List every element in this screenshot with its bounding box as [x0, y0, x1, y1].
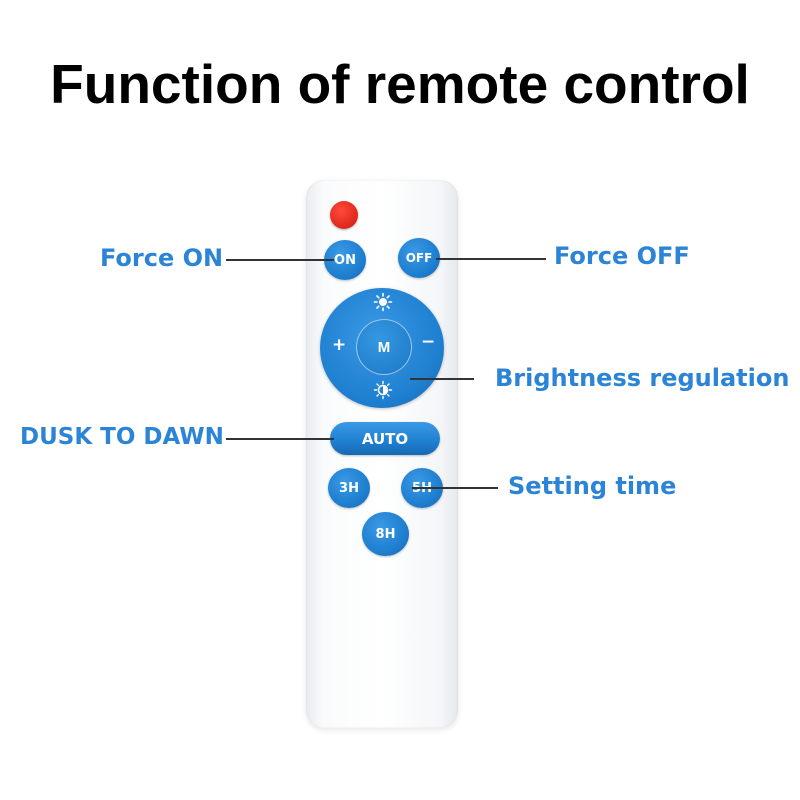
force-on-label: Force ON — [100, 244, 224, 272]
timer-3h-button[interactable]: 3H — [328, 468, 370, 508]
dusk-to-dawn-leader-line — [226, 438, 334, 440]
force-off-button[interactable]: OFF — [398, 238, 440, 278]
auto-button-label: AUTO — [361, 429, 409, 448]
page-title: Function of remote control — [50, 53, 750, 115]
force-off-leader-line — [436, 258, 546, 260]
auto-button[interactable]: AUTO — [330, 422, 440, 455]
mode-button-label: M — [377, 338, 391, 356]
mode-button[interactable]: M — [356, 319, 412, 375]
sun-dim-icon[interactable] — [373, 380, 393, 400]
setting-time-leader-line — [412, 487, 498, 489]
timer-8h-button[interactable]: 8H — [362, 512, 409, 556]
force-on-leader-line — [226, 259, 334, 261]
sun-icon[interactable] — [373, 292, 393, 312]
setting-time-label: Setting time — [508, 472, 677, 500]
dusk-to-dawn-label: DUSK TO DAWN — [20, 424, 224, 450]
brightness-regulation-label: Brightness regulation — [495, 364, 790, 392]
timer-3h-button-label: 3H — [339, 480, 359, 496]
power-indicator-button[interactable] — [330, 201, 358, 229]
brightness-leader-line — [410, 378, 474, 380]
force-off-button-label: OFF — [405, 251, 433, 265]
timer-8h-button-label: 8H — [375, 526, 396, 542]
brightness-plus-icon[interactable]: + — [332, 335, 347, 355]
force-on-button-label: ON — [334, 252, 356, 268]
force-off-label: Force OFF — [554, 242, 690, 270]
brightness-minus-icon[interactable]: − — [421, 332, 436, 352]
